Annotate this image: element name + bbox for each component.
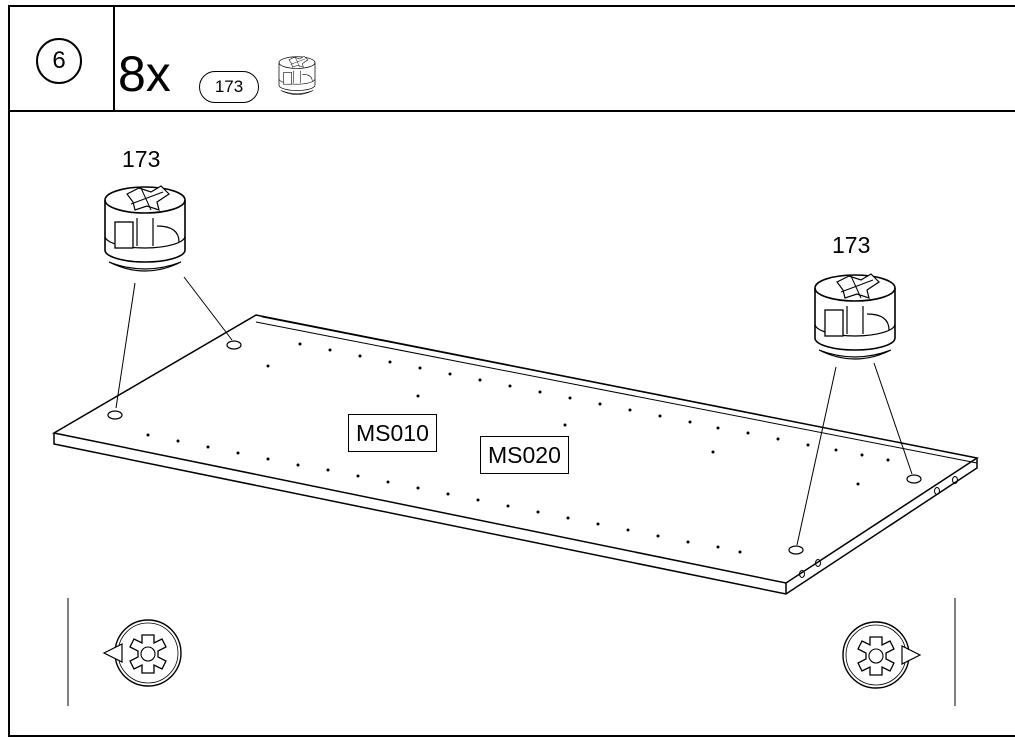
fitting-label-left: 173 bbox=[122, 146, 161, 172]
fitting-label-right: 173 bbox=[832, 232, 871, 258]
step-number-cell: 6 bbox=[8, 5, 115, 110]
step-header: 6 bbox=[8, 5, 1015, 112]
cam-lock-fitting-left bbox=[104, 185, 186, 272]
panel-label-primary: MS010 bbox=[348, 414, 437, 452]
rotation-guide-left bbox=[67, 598, 182, 706]
page-frame bbox=[8, 5, 1015, 737]
rotation-guide-right bbox=[842, 598, 956, 706]
parts-quantity: 8x bbox=[118, 46, 171, 102]
leader-lines bbox=[115, 276, 913, 546]
cam-lock-fitting-icon bbox=[278, 55, 316, 95]
panel-label-secondary: MS020 bbox=[480, 436, 569, 474]
step-number: 6 bbox=[36, 38, 82, 84]
parts-number-badge: 173 bbox=[199, 71, 259, 103]
cam-lock-fitting-right bbox=[814, 273, 896, 360]
